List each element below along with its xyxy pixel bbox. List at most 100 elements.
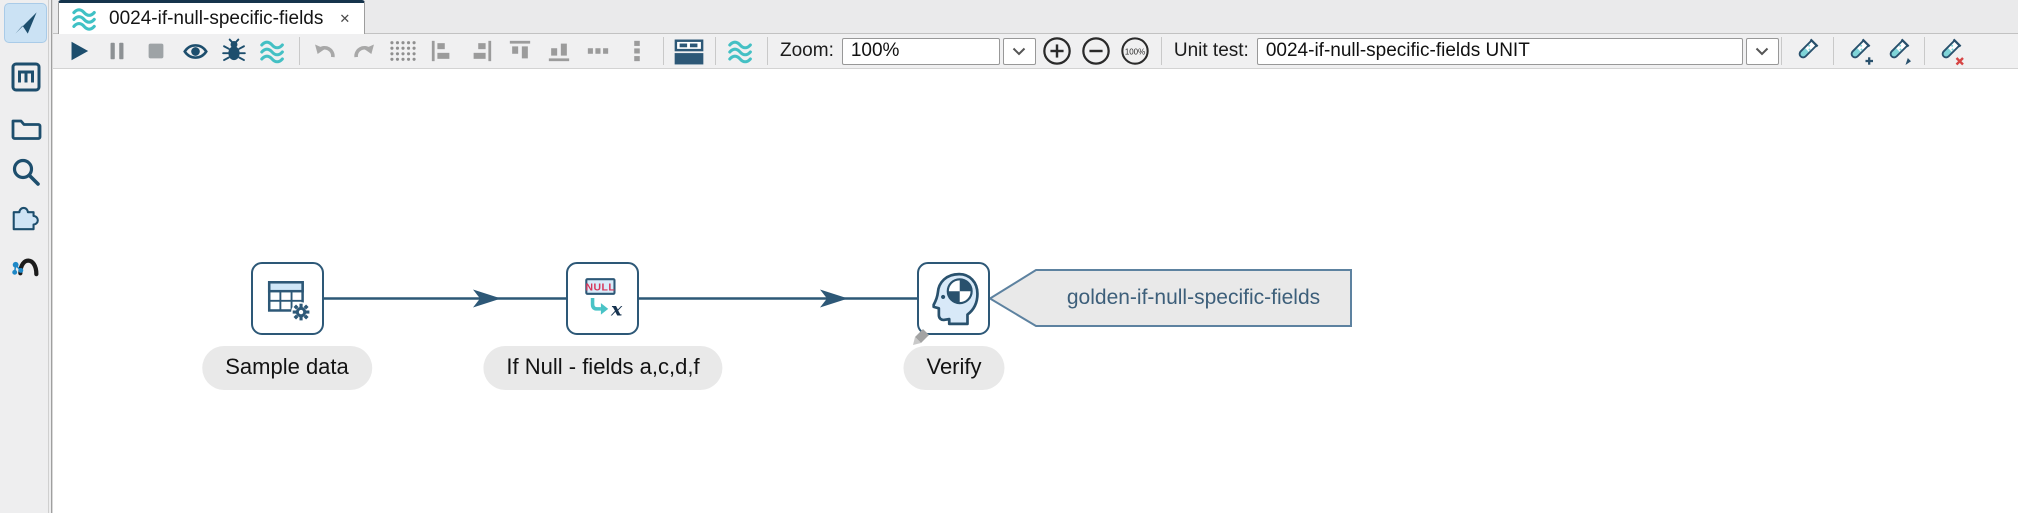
- zoom-100-icon: 100%: [1121, 37, 1149, 65]
- pipeline-properties-button[interactable]: [726, 36, 756, 66]
- undo-icon: [315, 44, 335, 58]
- toolbar-separator: [1160, 37, 1162, 65]
- sidebar-item-search[interactable]: [4, 152, 47, 192]
- chevron-down-icon: [1013, 47, 1026, 55]
- results-panel-icon: [674, 39, 704, 64]
- pipeline-canvas[interactable]: Sample data NULL x If Null - fields a,c,…: [53, 69, 2018, 513]
- align-top-icon: [509, 40, 531, 59]
- folder-icon: [11, 119, 41, 140]
- pipeline-tab[interactable]: 0024-if-null-specific-fields ✕: [58, 0, 366, 34]
- hop-pipeline-icon: [72, 7, 96, 31]
- toolbar-separator: [1780, 37, 1782, 65]
- stop-icon: [148, 43, 164, 59]
- eye-icon: [182, 43, 208, 59]
- align-top-button[interactable]: [505, 36, 535, 66]
- transform-label[interactable]: Sample data: [202, 346, 372, 390]
- unit-test-dropdown-button[interactable]: [1745, 37, 1779, 65]
- delete-unit-test-button[interactable]: [1935, 36, 1965, 66]
- toolbar-separator: [663, 37, 664, 65]
- golden-dataset-label[interactable]: golden-if-null-specific-fields: [1066, 286, 1321, 309]
- hop-waves-icon: [728, 40, 752, 63]
- play-icon: [71, 41, 89, 61]
- unit-test-label: Unit test:: [1173, 40, 1249, 61]
- hops-overlay: [324, 269, 1352, 327]
- run-unit-test-button[interactable]: [258, 36, 288, 66]
- stop-button[interactable]: [141, 36, 171, 66]
- zoom-reset-button[interactable]: 100%: [1120, 36, 1150, 66]
- toolbar-separator: [715, 37, 716, 65]
- edit-unit-test-button[interactable]: [1883, 36, 1913, 66]
- test-tube-edit-icon: [1889, 38, 1911, 65]
- distribute-vertically-button[interactable]: [622, 36, 652, 66]
- zoom-dropdown-button[interactable]: [1002, 37, 1036, 65]
- sidebar-item-metadata[interactable]: [4, 57, 47, 97]
- distribute-vertical-icon: [634, 40, 640, 62]
- zoom-label: Zoom:: [780, 40, 834, 61]
- transform-sample-data[interactable]: [251, 262, 324, 335]
- zoom-out-icon: [1082, 37, 1110, 65]
- zoom-value: 100%: [850, 40, 900, 61]
- zoom-out-button[interactable]: [1081, 36, 1111, 66]
- sidebar-item-plugins[interactable]: [4, 196, 47, 236]
- transform-label[interactable]: If Null - fields a,c,d,f: [483, 346, 723, 390]
- sidebar-item-data-orchestration[interactable]: [4, 3, 47, 43]
- test-tube-delete-icon: [1941, 38, 1964, 66]
- puzzle-icon: [12, 206, 39, 231]
- hop-waves-icon: [260, 40, 284, 63]
- svg-text:x: x: [609, 298, 622, 320]
- sidebar-item-neo4j[interactable]: [4, 241, 47, 281]
- snap-to-grid-button[interactable]: [388, 36, 418, 66]
- distribute-horizontal-icon: [587, 48, 609, 54]
- pause-button[interactable]: [102, 36, 132, 66]
- bug-icon: [222, 38, 246, 62]
- chevron-down-icon: [1756, 47, 1769, 55]
- transform-verify[interactable]: [917, 262, 990, 335]
- verify-head-icon: [931, 272, 979, 325]
- edit-pencil-icon: [913, 329, 929, 345]
- align-right-icon: [473, 40, 492, 62]
- metadata-icon: [11, 62, 40, 92]
- align-bottom-button[interactable]: [544, 36, 574, 66]
- test-tube-icon: [1798, 38, 1819, 59]
- hop-arrowhead: [473, 289, 501, 308]
- run-button[interactable]: [63, 36, 93, 66]
- align-right-button[interactable]: [466, 36, 496, 66]
- pause-icon: [110, 42, 124, 60]
- zoom-in-button[interactable]: [1042, 36, 1072, 66]
- test-tube-add-icon: [1850, 38, 1873, 65]
- redo-button[interactable]: [349, 36, 379, 66]
- align-left-button[interactable]: [427, 36, 457, 66]
- svg-text:100%: 100%: [1125, 47, 1145, 56]
- search-icon: [12, 158, 40, 186]
- transform-label[interactable]: Verify: [903, 346, 1005, 390]
- preview-button[interactable]: [180, 36, 210, 66]
- grid-dots-icon: [390, 41, 416, 61]
- pipeline-toolbar: Zoom: 100%: [53, 34, 2018, 69]
- data-grid-icon: [267, 280, 311, 322]
- add-unit-test-button[interactable]: [1844, 36, 1874, 66]
- toolbar-separator: [1923, 37, 1925, 65]
- undo-button[interactable]: [310, 36, 340, 66]
- toolbar-separator: [1832, 37, 1834, 65]
- unit-test-combobox[interactable]: 0024-if-null-specific-fields UNIT: [1256, 37, 1743, 65]
- tab-bar: 0024-if-null-specific-fields ✕: [53, 0, 2018, 34]
- toolbar-separator: [767, 37, 768, 65]
- if-null-icon: NULL x: [584, 277, 622, 320]
- zoom-combobox[interactable]: 100%: [841, 37, 1000, 65]
- redo-icon: [354, 44, 374, 58]
- pointer-arrow-icon: [14, 12, 37, 34]
- tab-close-icon[interactable]: ✕: [339, 11, 351, 26]
- execution-results-button[interactable]: [674, 36, 704, 66]
- svg-text:NULL: NULL: [585, 282, 615, 293]
- unit-test-value: 0024-if-null-specific-fields UNIT: [1265, 40, 1530, 61]
- hop-arrowhead: [820, 289, 848, 308]
- sidebar-item-file-explorer[interactable]: [4, 108, 47, 148]
- transform-if-null[interactable]: NULL x: [566, 262, 639, 335]
- distribute-horizontally-button[interactable]: [583, 36, 613, 66]
- golden-dataset-flag[interactable]: [988, 269, 1352, 327]
- debug-button[interactable]: [219, 36, 249, 66]
- toolbar-separator: [299, 37, 300, 65]
- align-bottom-icon: [548, 43, 570, 62]
- unit-test-button[interactable]: [1792, 36, 1822, 66]
